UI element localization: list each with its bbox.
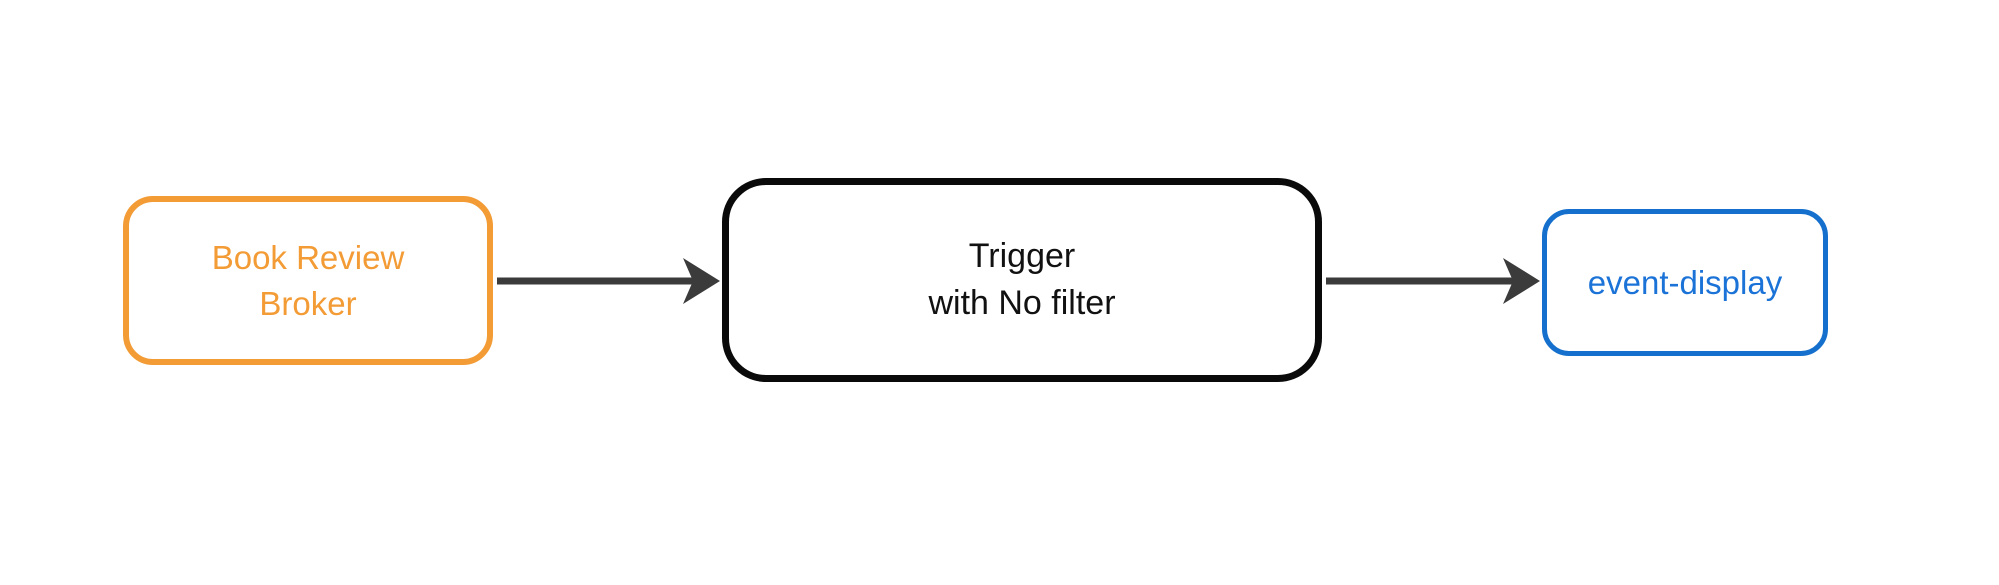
node-trigger-label: Trigger with No filter xyxy=(928,237,1116,322)
node-event-display: event-display xyxy=(1542,209,1828,356)
node-book-review-broker-label: Book Review Broker xyxy=(211,238,405,322)
node-trigger-with-no-filter: Trigger with No filter xyxy=(722,178,1322,382)
arrow-trigger-to-event-display-icon xyxy=(1326,258,1540,304)
arrow-broker-to-trigger-icon xyxy=(497,258,720,304)
node-event-display-label: event-display xyxy=(1587,263,1783,301)
node-book-review-broker: Book Review Broker xyxy=(123,196,493,365)
